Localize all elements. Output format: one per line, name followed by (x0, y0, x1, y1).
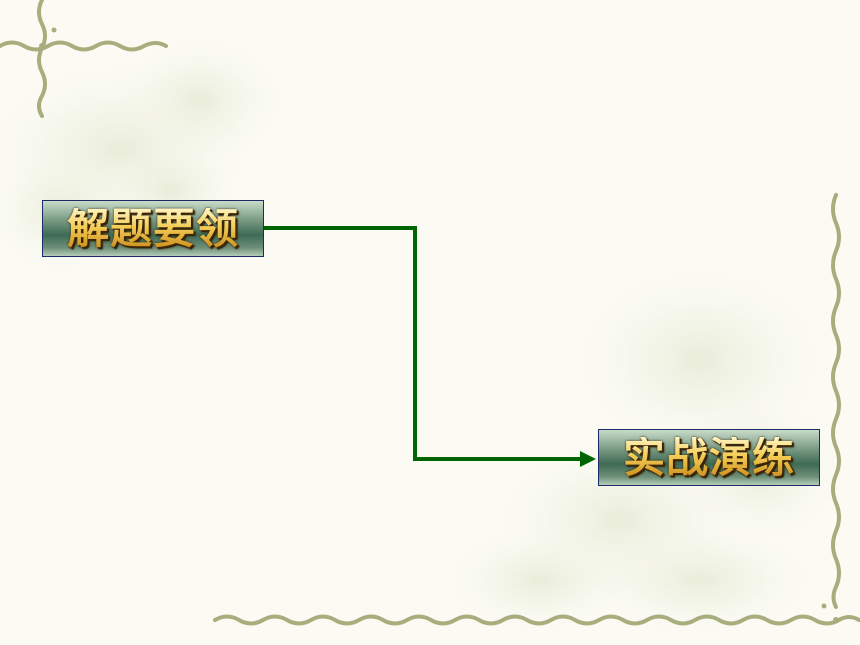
topic-button-solving-tips[interactable]: 解题要领 (42, 200, 264, 257)
lotus-watermark-top-left (0, 40, 280, 270)
topic-label-solving-tips: 解题要领 (66, 203, 239, 253)
vine-border-ornament (0, 0, 860, 626)
topic-label-practice: 实战演练 (622, 432, 795, 482)
topic-button-practice[interactable]: 实战演练 (598, 429, 820, 486)
